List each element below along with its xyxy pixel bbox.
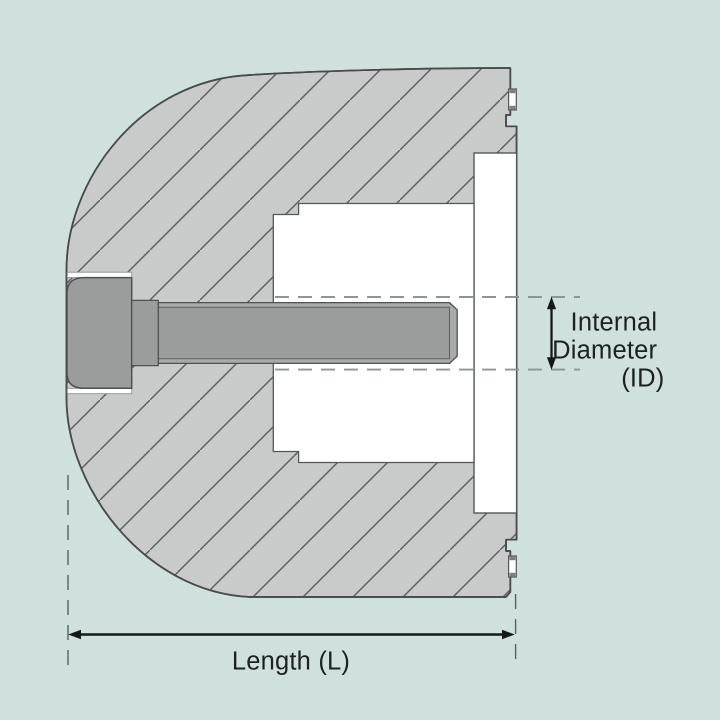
id-dimension-arrow	[546, 296, 557, 370]
internal-diameter-label-line3: (ID)	[621, 365, 664, 393]
id-arrowhead-up	[546, 296, 557, 310]
outer-sleeve	[473, 152, 518, 514]
clip-window-top	[508, 88, 517, 111]
internal-diameter-label-line2: Diameter	[552, 337, 657, 365]
bolt-head	[66, 276, 133, 389]
head-clearance-strip-bottom	[66, 387, 133, 395]
internal-diameter-label: Internal Diameter (ID)	[552, 309, 664, 393]
clip-cap	[509, 556, 516, 561]
retaining-clip-bottom	[508, 555, 517, 578]
clip-cap	[509, 572, 516, 577]
bolt	[66, 276, 458, 389]
bolt-thread-core	[157, 306, 451, 360]
retaining-clip-top	[508, 88, 517, 111]
clip-cap	[509, 105, 516, 110]
internal-diameter-label-line1: Internal	[571, 309, 658, 337]
length-arrowhead-right	[502, 629, 515, 640]
length-label: Length (L)	[232, 648, 350, 676]
clip-cap	[509, 89, 516, 94]
id-arrowhead-down	[546, 357, 557, 370]
bolt-neck	[131, 299, 159, 367]
head-clearance-strip-top	[66, 271, 133, 279]
clip-window-bottom	[508, 555, 517, 578]
length-dimension-arrow	[68, 629, 515, 640]
length-arrowhead-left	[68, 629, 81, 640]
